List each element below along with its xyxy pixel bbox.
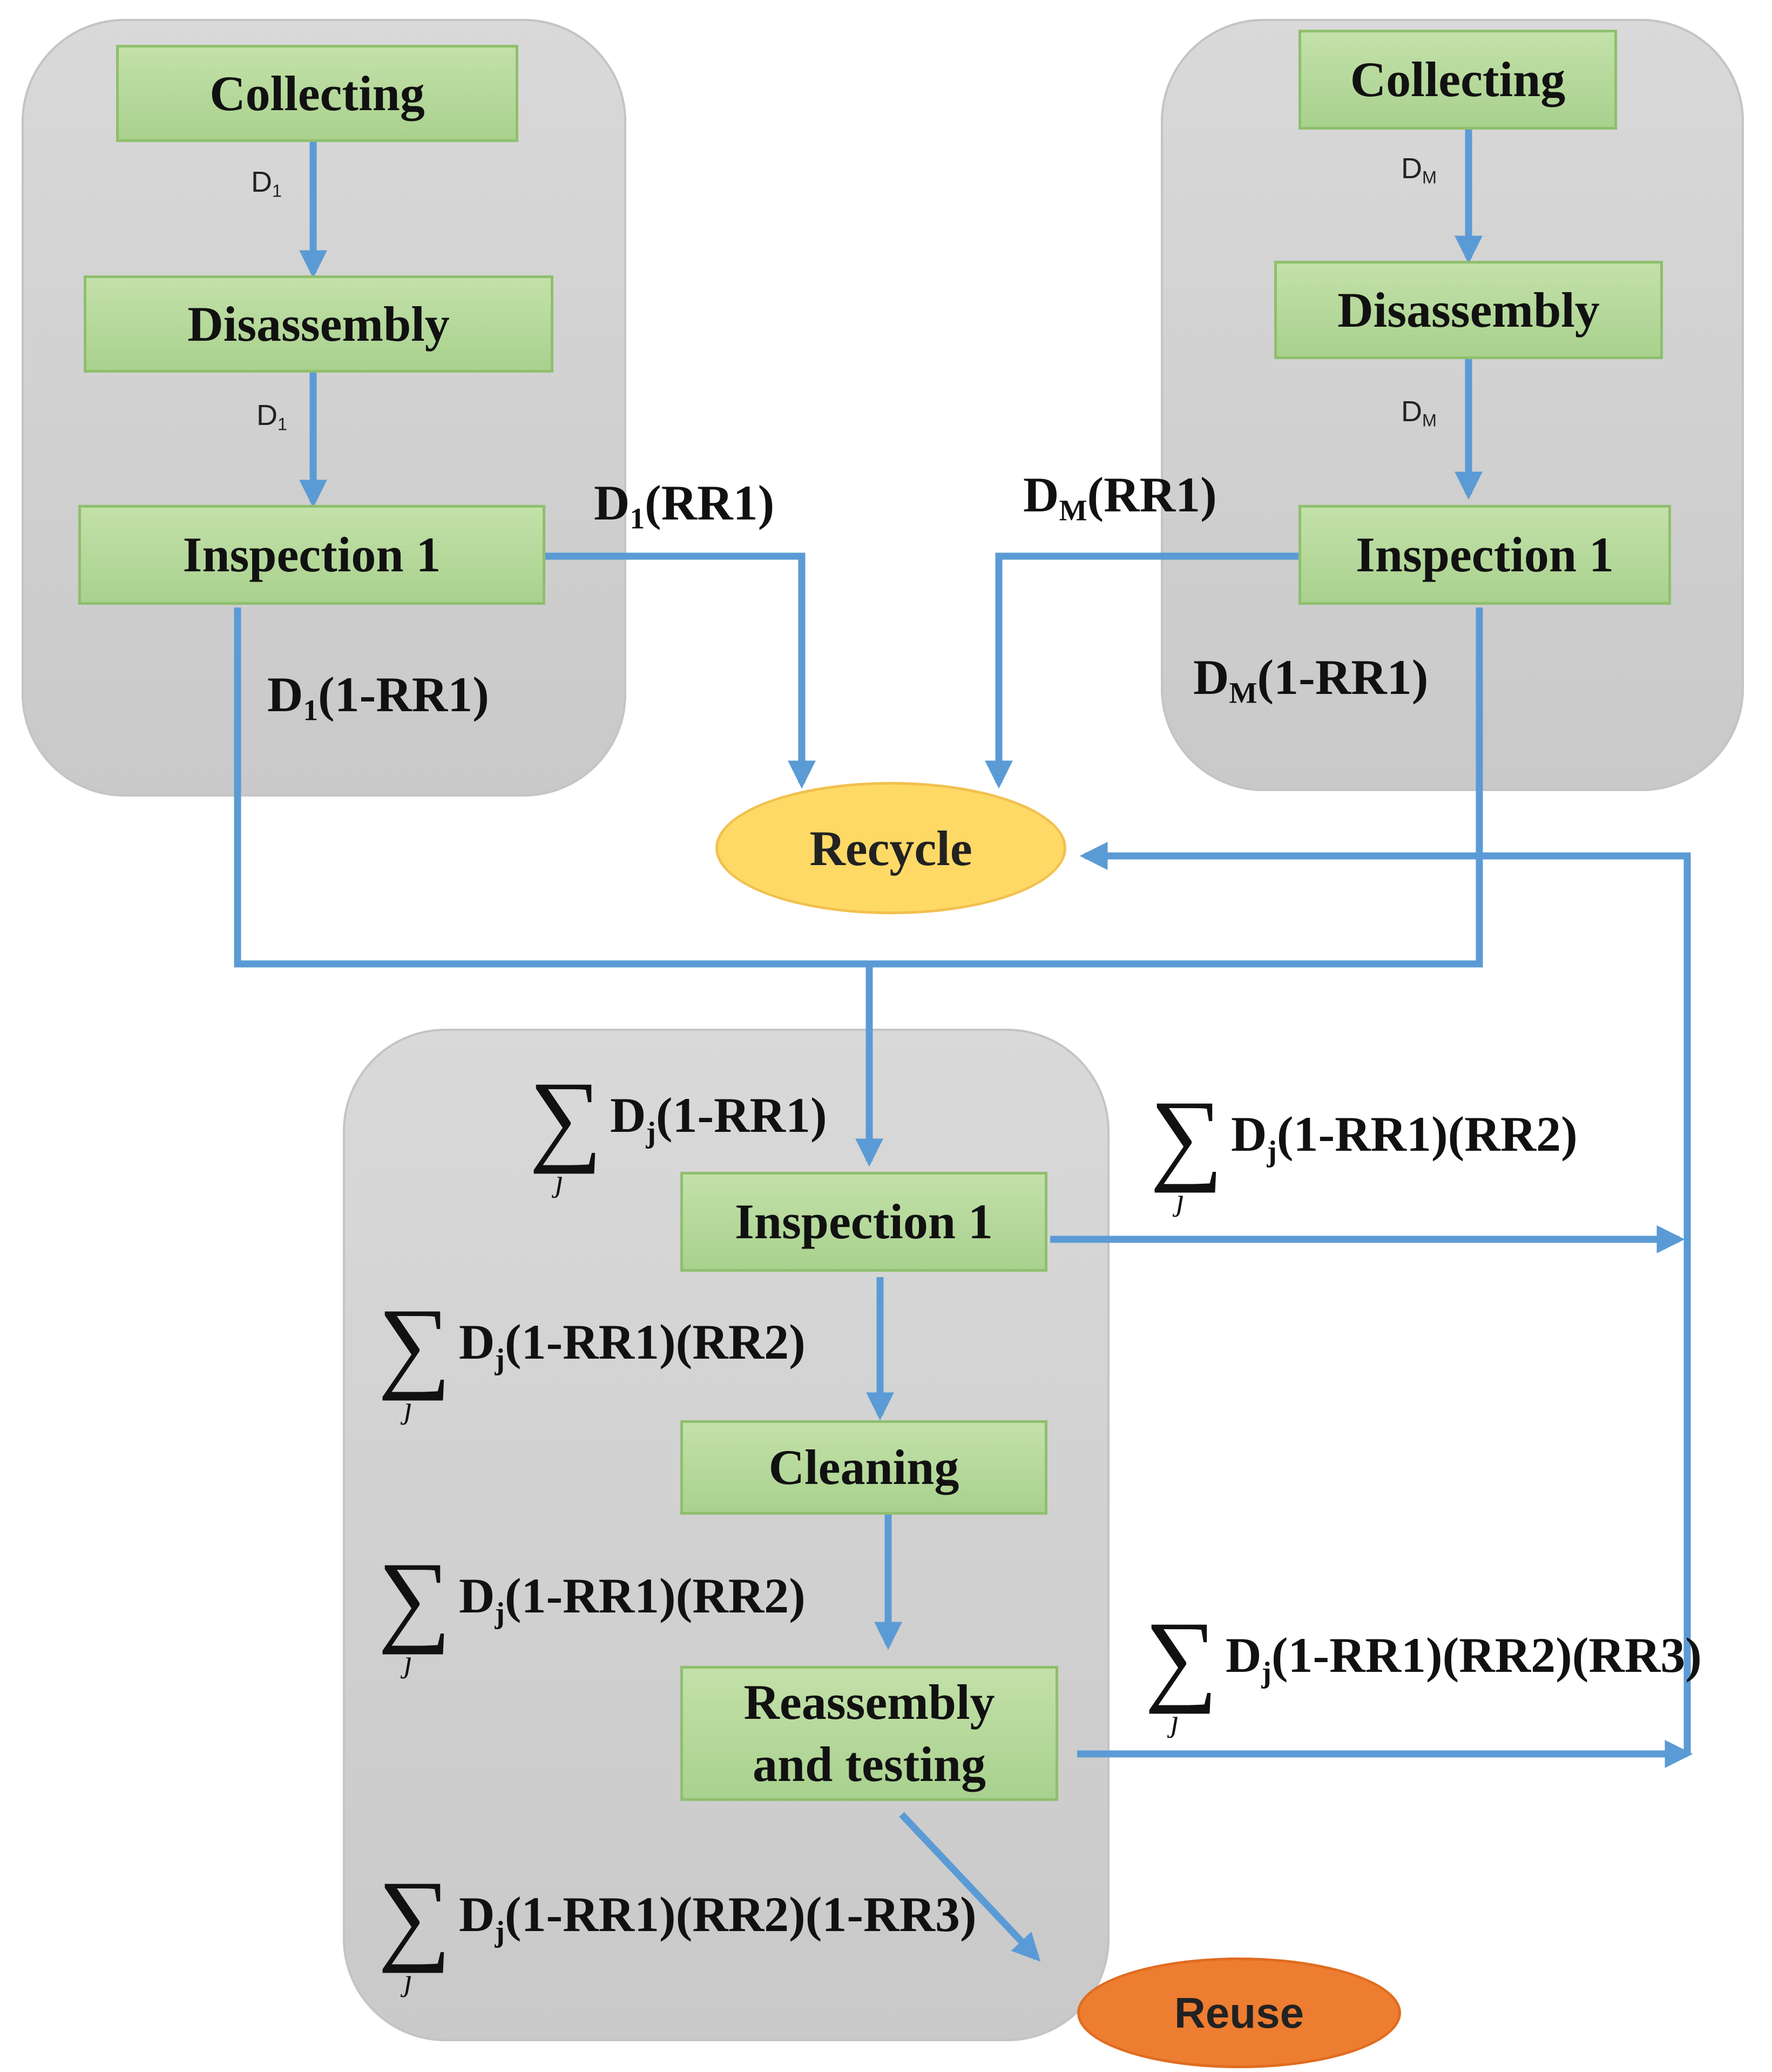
right-recycle-flow-label: DM(RR1) (1023, 467, 1217, 527)
right-collecting-node: Collecting (1298, 30, 1617, 130)
right-inspection-node: Inspection 1 (1298, 505, 1671, 605)
reassembly-label-line1: Reassembly (743, 1675, 995, 1730)
right-source-panel (1161, 19, 1744, 791)
right-disassembly-flow-label: DM (1401, 395, 1437, 430)
arrow-right-inspection-to-recycle (985, 552, 1298, 789)
left-collecting-node: Collecting (116, 45, 518, 142)
arrow-reassembly-to-reuse (899, 1812, 1041, 1962)
arrow-return-to-recycle (1079, 842, 1691, 1754)
left-pass-flow-label: D1(1-RR1) (267, 667, 489, 727)
right-disassembly-node: Disassembly (1274, 261, 1663, 359)
arrow-left-inspection-to-recycle (545, 552, 816, 789)
left-disassembly-flow-label: D1 (256, 399, 288, 434)
left-collect-flow-label: D1 (251, 166, 282, 201)
reuse-node: Reuse (1077, 1958, 1401, 2068)
right-pass-flow-label: DM(1-RR1) (1193, 650, 1429, 710)
line-left-pass-to-merge (234, 608, 1483, 968)
reassembly-testing-node: Reassembly and testing (680, 1666, 1058, 1801)
left-inspection-node: Inspection 1 (78, 505, 545, 605)
left-source-panel (22, 19, 626, 797)
bottom-inspection-node: Inspection 1 (680, 1172, 1047, 1272)
left-recycle-flow-label: D1(RR1) (594, 475, 775, 535)
left-disassembly-node: Disassembly (84, 275, 553, 373)
right-collect-flow-label: DM (1401, 152, 1437, 187)
recycle-node: Recycle (715, 782, 1066, 914)
reassembly-label-line2: and testing (753, 1737, 986, 1792)
cleaning-node: Cleaning (680, 1420, 1047, 1515)
